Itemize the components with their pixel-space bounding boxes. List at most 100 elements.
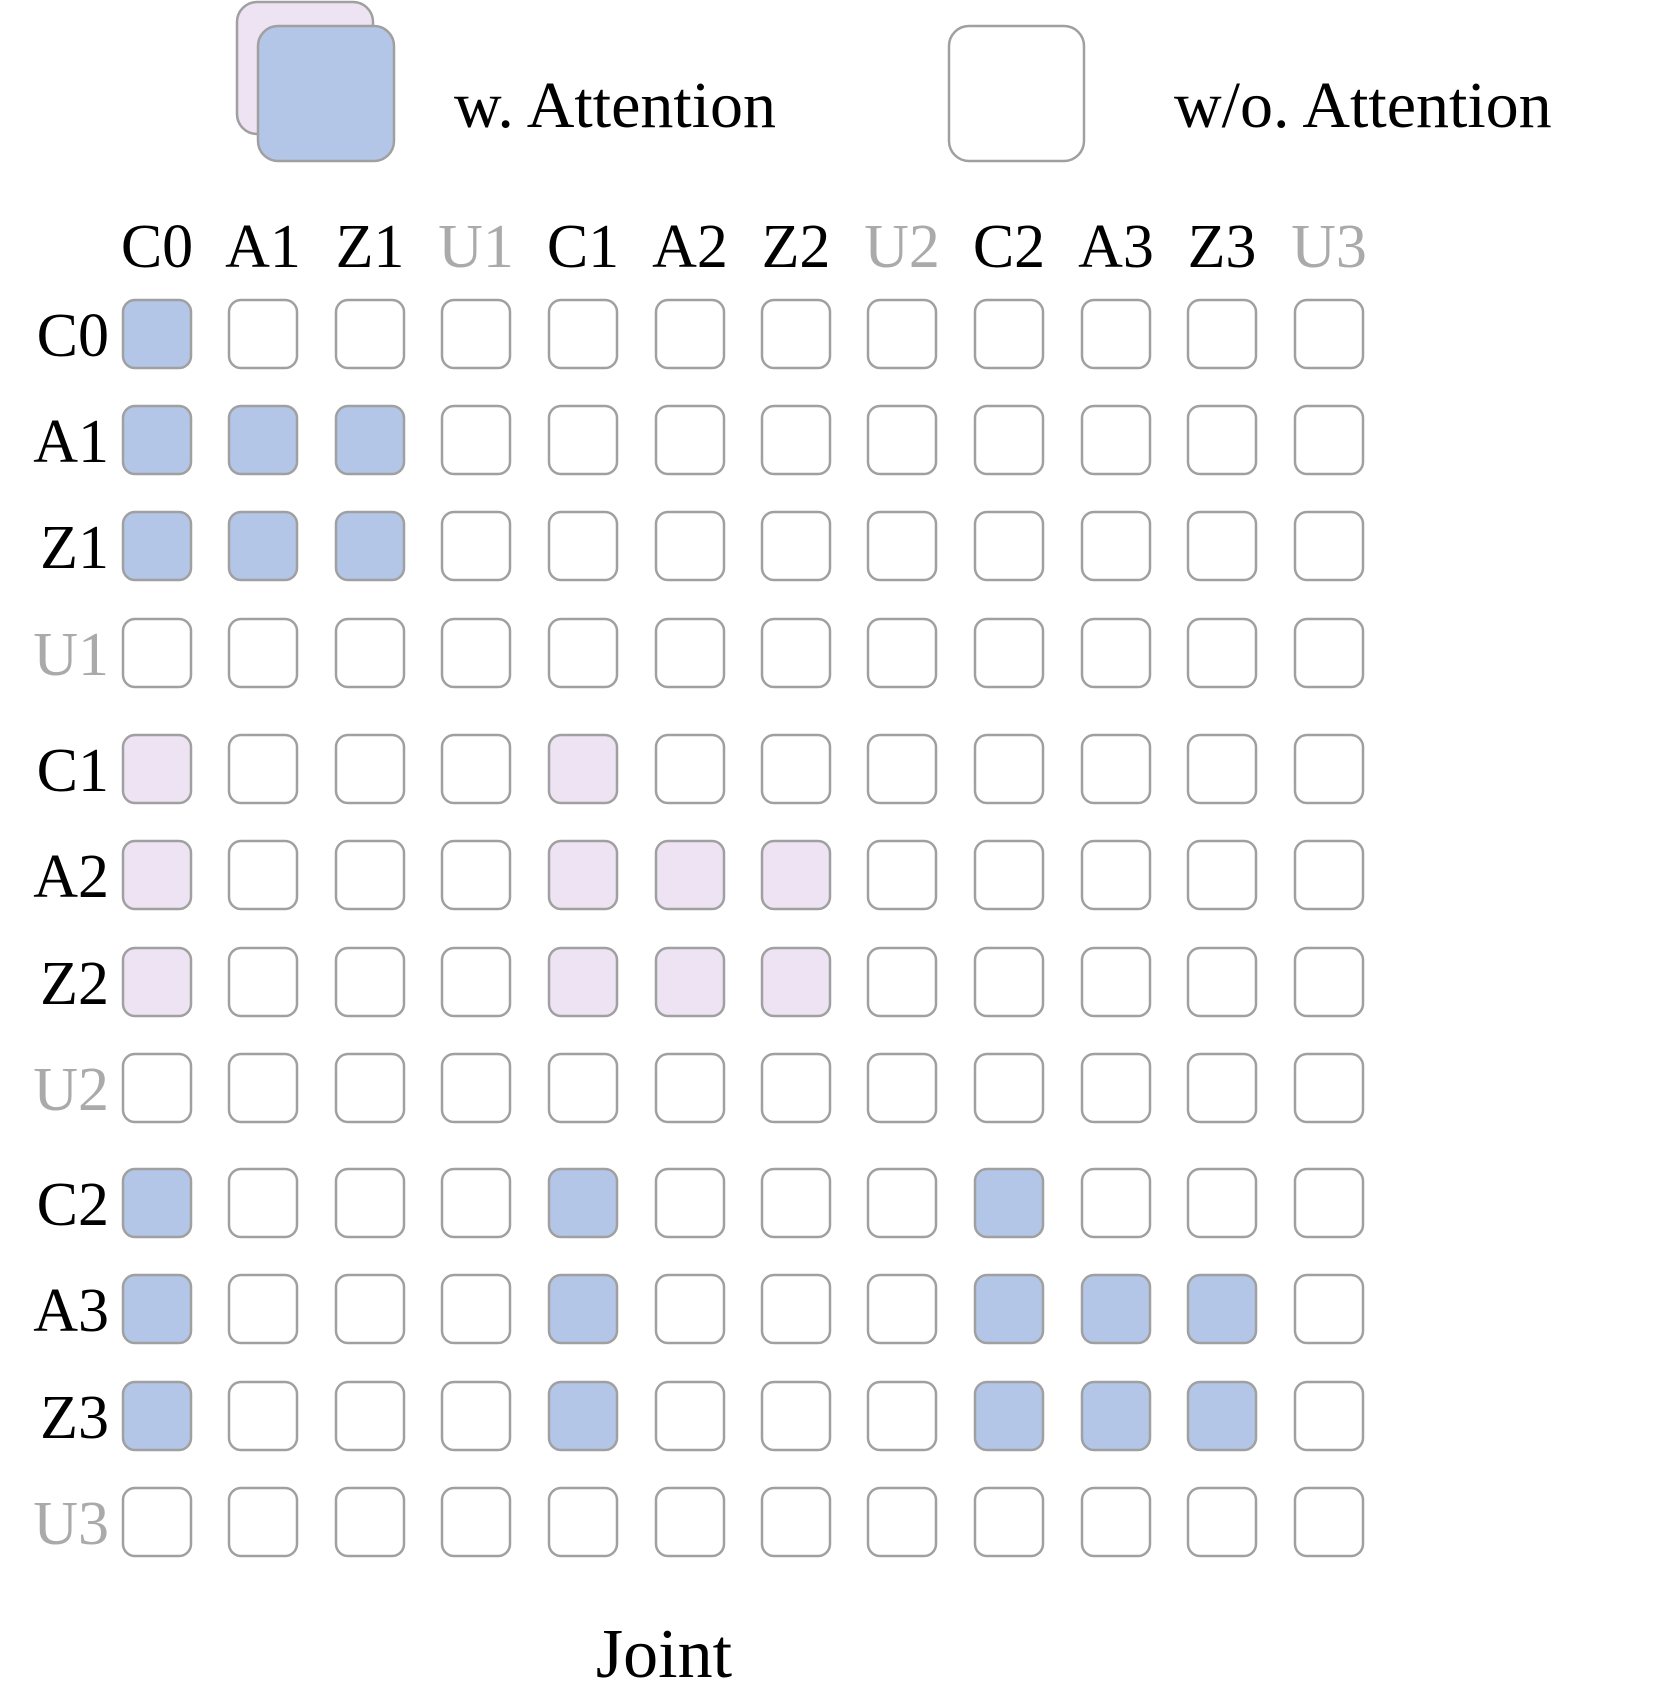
mask-cell-z2-u2 xyxy=(866,946,938,1018)
mask-cell-z3-c1 xyxy=(547,1380,619,1452)
mask-cell-a3-z1 xyxy=(334,1273,406,1345)
mask-cell-z3-z1 xyxy=(334,1380,406,1452)
mask-cell-u1-z1 xyxy=(334,617,406,689)
mask-cell-c1-c0 xyxy=(121,733,193,805)
mask-cell-a3-u3 xyxy=(1293,1273,1365,1345)
mask-cell-a3-z3 xyxy=(1186,1273,1258,1345)
mask-cell-a3-u1 xyxy=(440,1273,512,1345)
legend-without-attention-label: w/o. Attention xyxy=(1174,69,1552,142)
mask-cell-a2-u1 xyxy=(440,839,512,911)
mask-cell-c0-u3 xyxy=(1293,298,1365,370)
row-label-a2: A2 xyxy=(33,843,109,911)
mask-cell-z2-z3 xyxy=(1186,946,1258,1018)
mask-cell-c2-u3 xyxy=(1293,1167,1365,1239)
mask-cell-u2-u1 xyxy=(440,1052,512,1124)
mask-cell-a1-z2 xyxy=(760,404,832,476)
mask-cell-z3-u1 xyxy=(440,1380,512,1452)
mask-cell-u1-c1 xyxy=(547,617,619,689)
mask-cell-z1-a3 xyxy=(1080,510,1152,582)
mask-cell-z2-c1 xyxy=(547,946,619,1018)
mask-cell-c2-z3 xyxy=(1186,1167,1258,1239)
mask-cell-u3-z1 xyxy=(334,1486,406,1558)
mask-cell-c2-c1 xyxy=(547,1167,619,1239)
mask-cell-z3-a1 xyxy=(227,1380,299,1452)
mask-cell-u3-c2 xyxy=(973,1486,1045,1558)
mask-cell-u1-u1 xyxy=(440,617,512,689)
row-label-u1: U1 xyxy=(33,621,109,689)
column-label-a3: A3 xyxy=(1078,213,1154,281)
mask-cell-a3-a2 xyxy=(654,1273,726,1345)
mask-cell-c1-u1 xyxy=(440,733,512,805)
mask-cell-c0-z2 xyxy=(760,298,832,370)
legend: w. Attention w/o. Attention xyxy=(235,0,1552,163)
mask-cell-a2-a2 xyxy=(654,839,726,911)
column-label-a1: A1 xyxy=(225,213,301,281)
row-label-z1: Z1 xyxy=(40,514,109,582)
mask-cell-z3-a3 xyxy=(1080,1380,1152,1452)
mask-cell-c2-a3 xyxy=(1080,1167,1152,1239)
mask-cell-a2-a3 xyxy=(1080,839,1152,911)
mask-cell-u1-c2 xyxy=(973,617,1045,689)
mask-cell-u1-u3 xyxy=(1293,617,1365,689)
mask-cell-z3-z3 xyxy=(1186,1380,1258,1452)
mask-cell-c0-c2 xyxy=(973,298,1045,370)
mask-cell-z1-a2 xyxy=(654,510,726,582)
mask-cell-a1-c1 xyxy=(547,404,619,476)
row-label-c2: C2 xyxy=(37,1171,109,1239)
mask-cell-u2-u2 xyxy=(866,1052,938,1124)
mask-cell-c1-z1 xyxy=(334,733,406,805)
mask-cell-c0-u2 xyxy=(866,298,938,370)
mask-cell-a2-z1 xyxy=(334,839,406,911)
mask-cell-c0-a3 xyxy=(1080,298,1152,370)
mask-cell-a3-c2 xyxy=(973,1273,1045,1345)
mask-cell-a2-c1 xyxy=(547,839,619,911)
row-label-a3: A3 xyxy=(33,1277,109,1345)
mask-cell-u3-a1 xyxy=(227,1486,299,1558)
mask-cell-a2-c0 xyxy=(121,839,193,911)
mask-cell-u3-u3 xyxy=(1293,1486,1365,1558)
mask-cell-z2-u3 xyxy=(1293,946,1365,1018)
mask-cell-a3-u2 xyxy=(866,1273,938,1345)
mask-cell-a2-u3 xyxy=(1293,839,1365,911)
mask-cell-c1-c2 xyxy=(973,733,1045,805)
mask-cell-u3-c0 xyxy=(121,1486,193,1558)
mask-cell-z2-u1 xyxy=(440,946,512,1018)
legend-with-attention-front-swatch xyxy=(256,24,396,163)
mask-cell-a1-c0 xyxy=(121,404,193,476)
mask-cell-u3-z3 xyxy=(1186,1486,1258,1558)
mask-cell-c2-z1 xyxy=(334,1167,406,1239)
column-label-a2: A2 xyxy=(652,213,728,281)
mask-cell-c2-z2 xyxy=(760,1167,832,1239)
column-label-z1: Z1 xyxy=(336,213,405,281)
mask-cell-c1-a1 xyxy=(227,733,299,805)
mask-cell-c1-a2 xyxy=(654,733,726,805)
mask-cell-a3-a1 xyxy=(227,1273,299,1345)
mask-cell-z3-c0 xyxy=(121,1380,193,1452)
mask-cell-a2-u2 xyxy=(866,839,938,911)
mask-cell-c2-c0 xyxy=(121,1167,193,1239)
column-label-u2: U2 xyxy=(864,213,940,281)
mask-cell-u1-z3 xyxy=(1186,617,1258,689)
mask-cell-u1-z2 xyxy=(760,617,832,689)
mask-cell-z3-a2 xyxy=(654,1380,726,1452)
mask-cell-z3-u2 xyxy=(866,1380,938,1452)
row-label-z3: Z3 xyxy=(40,1384,109,1452)
mask-cell-z2-z1 xyxy=(334,946,406,1018)
mask-cell-z2-c0 xyxy=(121,946,193,1018)
mask-cell-u3-u1 xyxy=(440,1486,512,1558)
mask-cell-a1-u2 xyxy=(866,404,938,476)
mask-cell-a1-z3 xyxy=(1186,404,1258,476)
mask-cell-z1-c1 xyxy=(547,510,619,582)
mask-cell-u3-c1 xyxy=(547,1486,619,1558)
mask-cell-c1-z2 xyxy=(760,733,832,805)
row-label-u2: U2 xyxy=(33,1056,109,1124)
mask-cell-z1-u2 xyxy=(866,510,938,582)
mask-cell-z2-a3 xyxy=(1080,946,1152,1018)
mask-cell-u2-u3 xyxy=(1293,1052,1365,1124)
row-label-a1: A1 xyxy=(33,408,109,476)
mask-cell-c2-u2 xyxy=(866,1167,938,1239)
mask-cell-a2-a1 xyxy=(227,839,299,911)
legend-without-attention-swatch xyxy=(947,24,1086,163)
mask-cell-c0-u1 xyxy=(440,298,512,370)
